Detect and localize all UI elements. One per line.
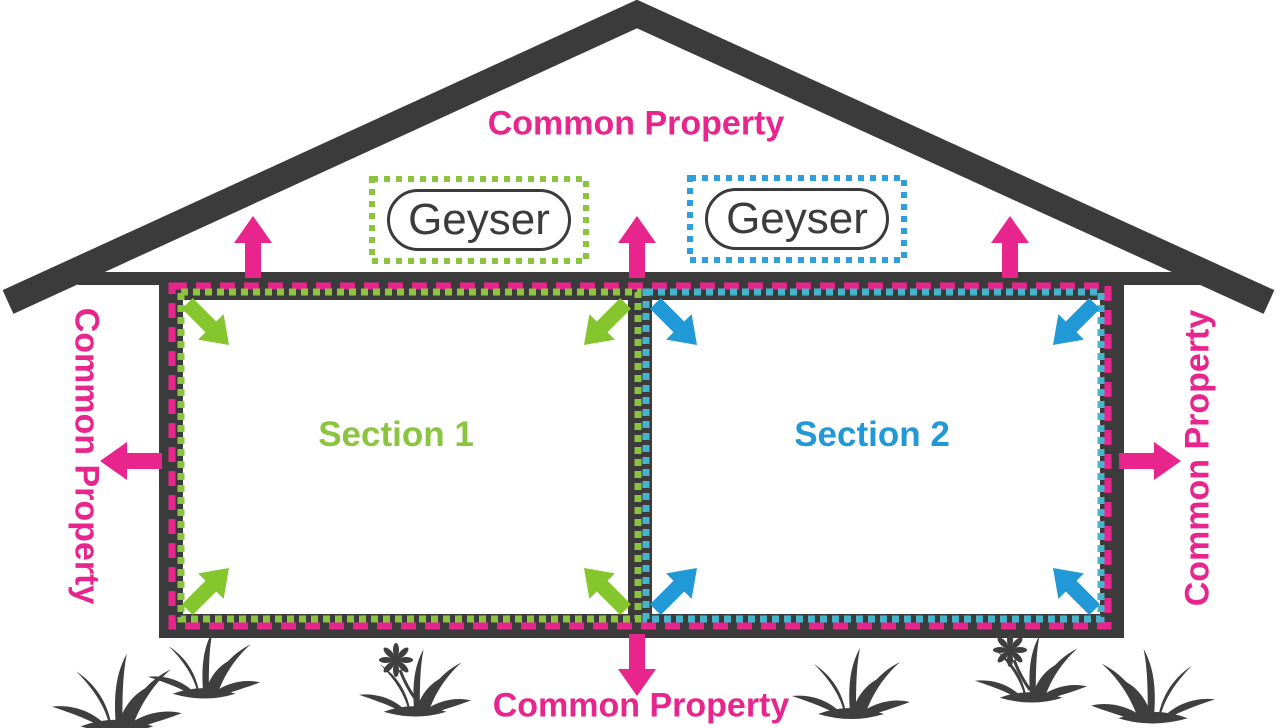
- geyser-1-label: Geyser: [408, 195, 550, 244]
- common-property-arrow-up-center: [618, 216, 656, 278]
- geyser-1-boundary: [369, 176, 589, 264]
- section-1-arrow-bottom-left: [174, 555, 242, 623]
- flower-icon: [991, 631, 1032, 692]
- geyser-2-label: Geyser: [726, 194, 868, 243]
- section-1-boundary: [177, 288, 642, 623]
- roof-icon: [2, 0, 1275, 314]
- grass-icon: [1091, 648, 1215, 724]
- common-property-arrow-up-right: [991, 216, 1029, 278]
- section-2-arrow-top-right: [1040, 290, 1108, 358]
- section-2-arrow-bottom-left: [642, 555, 710, 623]
- grass-icon: [52, 653, 182, 728]
- common-property-boundary: [168, 282, 1112, 630]
- section-2-arrow-bottom-right: [1040, 555, 1108, 623]
- right-common-property-label: Common Property: [1178, 309, 1217, 607]
- bottom-common-property-label: Common Property: [492, 686, 790, 725]
- grass-icon: [975, 635, 1088, 703]
- geyser-1-box: Geyser: [387, 189, 571, 251]
- section-1-label: Section 1: [318, 415, 474, 454]
- section-2-label: Section 2: [794, 415, 950, 454]
- common-property-arrow-left: [100, 442, 162, 480]
- section-2-arrow-top-left: [642, 290, 710, 358]
- roof-common-property-label: Common Property: [487, 104, 785, 143]
- flower-icon: [377, 641, 418, 702]
- common-property-arrow-up-left: [234, 216, 272, 278]
- geyser-2-box: Geyser: [705, 188, 889, 250]
- section-2-boundary: [642, 288, 1105, 623]
- section-1-arrow-top-left: [174, 290, 242, 358]
- geyser-2-boundary: [687, 175, 907, 263]
- grass-icon: [148, 631, 261, 699]
- left-common-property-label: Common Property: [67, 307, 106, 605]
- common-property-arrow-right: [1119, 442, 1181, 480]
- grass-icon: [359, 649, 472, 717]
- grass-icon: [792, 648, 910, 719]
